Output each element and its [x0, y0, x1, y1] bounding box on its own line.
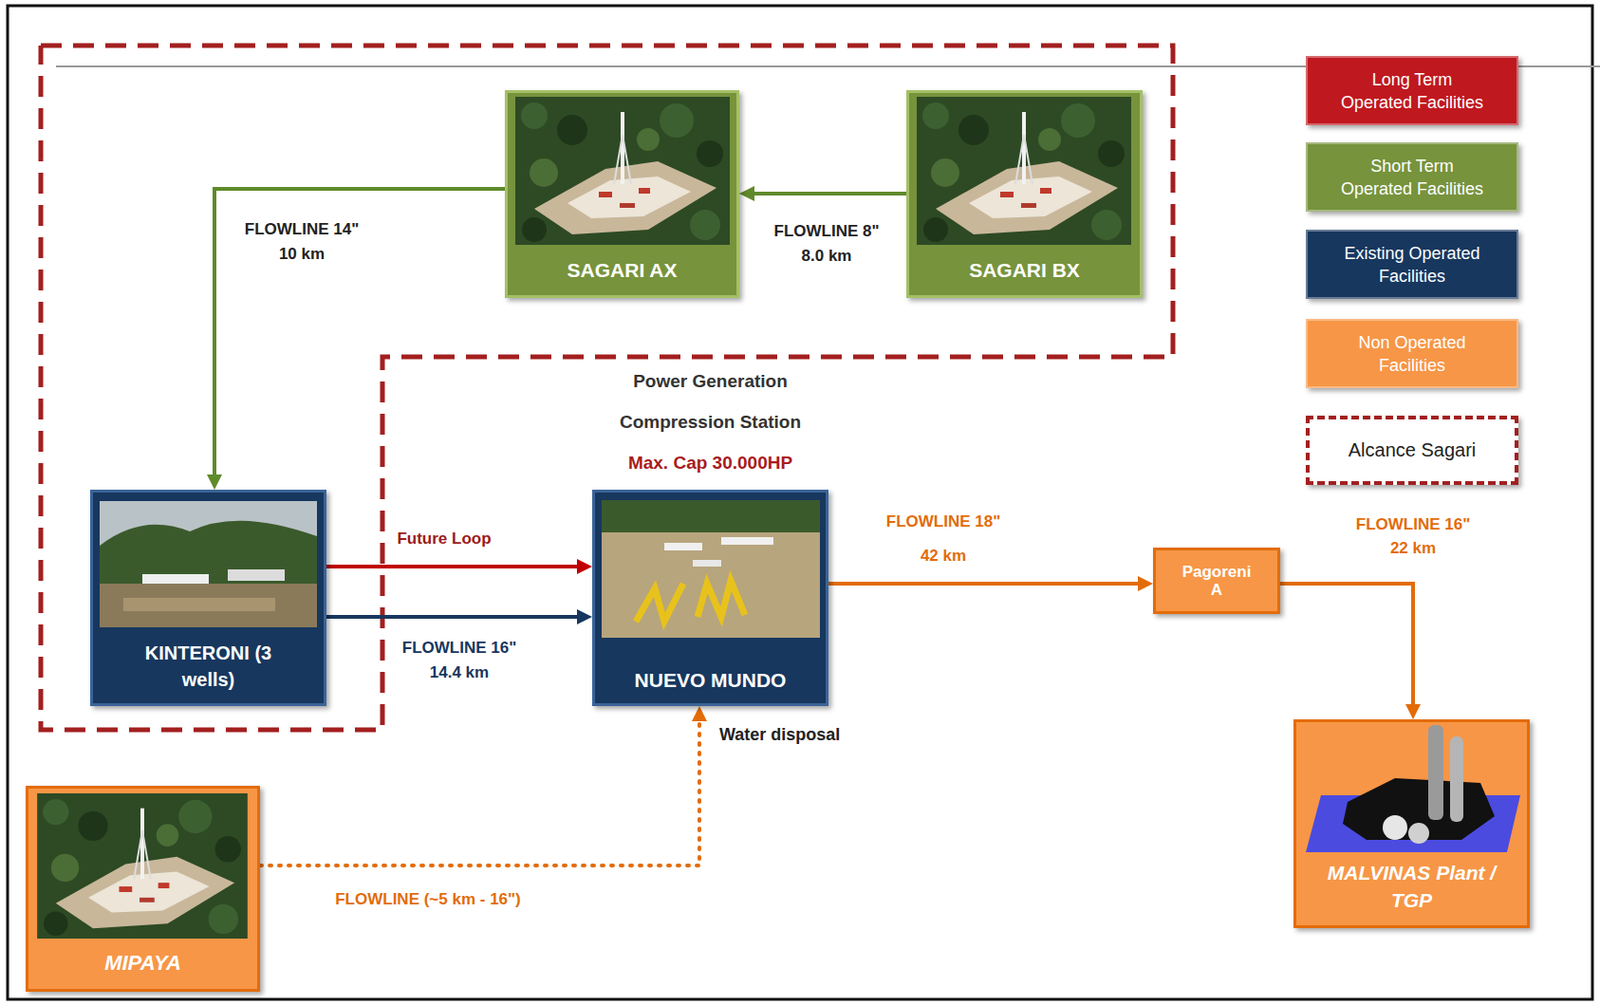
yard [123, 597, 276, 612]
facility-name: NUEVO MUNDO [634, 668, 787, 692]
ground [601, 500, 820, 638]
building [721, 537, 774, 545]
building [227, 569, 285, 581]
flowline-label: FLOWLINE 8" 8.0 km [764, 219, 889, 269]
flowline-label: Future Loop [396, 527, 491, 551]
flowline-label: FLOWLINE (~5 km - 16") [334, 888, 521, 912]
plant-column [1428, 725, 1444, 820]
legend-text: Long Term Operated Facilities [1336, 68, 1489, 114]
arrow-head [576, 609, 593, 625]
legend-text: Existing Operated Facilities [1336, 241, 1489, 288]
legend-swatch: Existing Operated Facilities [1305, 229, 1519, 299]
node-text-group: MIPAYA [28, 950, 258, 976]
node-text-group: Pagoreni A [1155, 550, 1278, 612]
well-pad-photo [916, 96, 1132, 245]
legend-swatch: Short Term Operated Facilities [1305, 142, 1519, 212]
legend-text: Alcance Sagari [1348, 439, 1477, 462]
flowline [1280, 583, 1414, 707]
scope-boundary [40, 45, 1173, 730]
plant-base [1305, 795, 1521, 853]
node-text-group: NUEVO MUNDO [595, 668, 826, 692]
kinteroni-photo [99, 501, 317, 628]
ground-marking [697, 580, 745, 617]
node-text-group: MALVINAS Plant / TGP [1296, 858, 1527, 914]
short-term-facility-box: SAGARI BX [906, 90, 1143, 298]
flowline-connector [260, 706, 707, 866]
flowline-label: FLOWLINE 14" 10 km [240, 217, 364, 267]
arrow-head [739, 186, 755, 202]
plant-tank [1408, 822, 1430, 844]
legend-swatch: Non Operated Facilities [1305, 318, 1519, 389]
facility-name: MALVINAS Plant / TGP [1326, 858, 1498, 914]
building [142, 574, 209, 584]
legend-text: Non Operated Facilities [1336, 331, 1489, 377]
well-pad-photo [515, 96, 730, 245]
forest [601, 500, 820, 533]
station-heading-group: Power Generation Compression StationMax.… [558, 360, 863, 484]
node-text-group: KINTERONI (3 wells) [93, 639, 324, 693]
non-operated-facility-box: MIPAYA [25, 785, 261, 992]
node-text-group: SAGARI AX [507, 258, 737, 282]
non-operated-facility-box: Pagoreni A [1153, 547, 1281, 614]
node-text-group: SAGARI BX [909, 258, 1140, 282]
facility-name: KINTERONI (3 wells) [137, 639, 280, 693]
flowline [214, 188, 505, 477]
plant-machinery [1342, 778, 1495, 840]
plant-tank [1382, 815, 1408, 840]
station-heading: Power Generation Compression Station [603, 360, 818, 443]
note-label: Water disposal [719, 725, 840, 745]
flowline-connector [1280, 583, 1421, 720]
plant-column [1450, 736, 1464, 822]
well-pad-photo [37, 793, 248, 939]
building [692, 559, 722, 567]
facility-name: MIPAYA [104, 950, 182, 976]
ground-marking [635, 583, 684, 622]
flowline [752, 191, 907, 196]
short-term-facility-box: SAGARI AX [504, 90, 740, 298]
plant-icon [1305, 725, 1521, 853]
flowline-connector [739, 186, 907, 202]
flowline-label: FLOWLINE 18" 42 km [881, 504, 1005, 574]
arrow-head [576, 558, 593, 575]
flowline-connector [326, 558, 593, 575]
flowline-connector [828, 576, 1154, 592]
existing-facility-box: KINTERONI (3 wells) [90, 489, 327, 707]
legend-swatch: Long Term Operated Facilities [1305, 55, 1519, 126]
facility-name: SAGARI BX [968, 258, 1080, 282]
legend-text: Short Term Operated Facilities [1336, 154, 1489, 201]
flowline [326, 614, 579, 619]
facility-name: SAGARI AX [567, 258, 678, 282]
flowline [326, 564, 579, 569]
arrow-head [1405, 704, 1421, 720]
hills [99, 520, 317, 589]
non-operated-facility-box: MALVINAS Plant / TGP [1293, 719, 1530, 929]
flowline-connector [326, 609, 593, 625]
existing-facility-box: NUEVO MUNDOPower Generation Compression … [592, 489, 829, 707]
sky [99, 501, 317, 628]
capacity-note: Max. Cap 30.000HP [603, 442, 818, 484]
arrow-head [1137, 576, 1154, 592]
flowline [260, 719, 700, 866]
building [664, 542, 703, 551]
arrow-head [691, 706, 707, 722]
legend-sample: Alcance Sagari [1305, 415, 1519, 485]
flowline-label: FLOWLINE 16" 22 km [1351, 512, 1475, 560]
flowline-label: FLOWLINE 16" 14.4 km [397, 635, 521, 686]
arrow-head [206, 474, 223, 490]
nuevo-mundo-photo [601, 500, 820, 638]
facility-name: Pagoreni A [1178, 562, 1255, 599]
ground [99, 583, 317, 628]
flowline-connector [206, 188, 505, 490]
flowline [828, 581, 1140, 586]
outer-border [7, 5, 1593, 1000]
